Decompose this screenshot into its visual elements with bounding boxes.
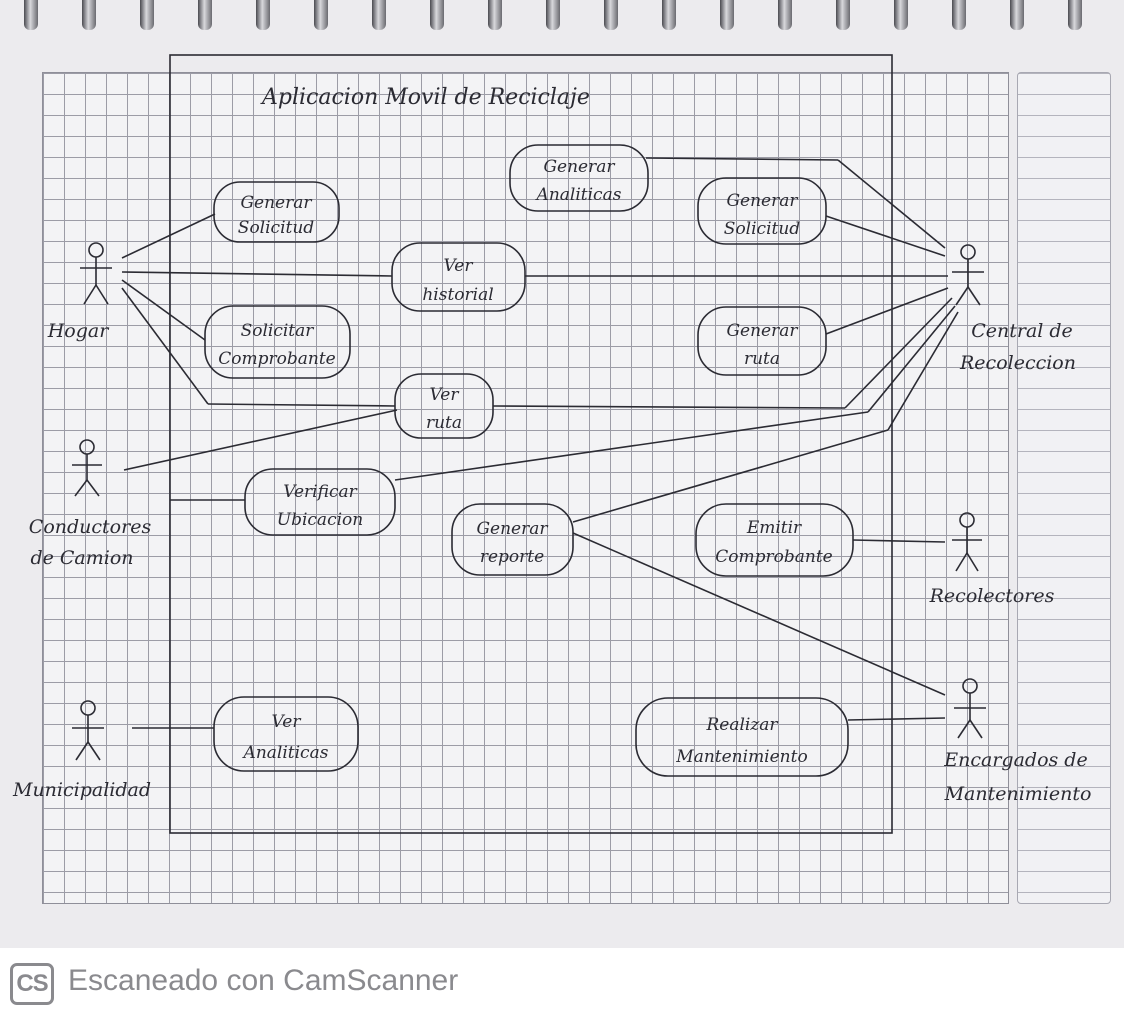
uc-label: Emitir [746, 518, 802, 538]
actor-conductores-figure [72, 439, 102, 497]
actor-municipalidad-figure [72, 700, 104, 761]
actor-label-municipalidad: Municipalidad [12, 779, 151, 801]
uc-label: Analiticas [242, 743, 329, 763]
uc-label: Solicitud [238, 218, 314, 238]
use-case-emitir-comprobante [695, 503, 854, 577]
uc-label: Realizar [705, 715, 778, 735]
actor-recolectores-figure [952, 512, 982, 572]
spiral-binding [0, 0, 1124, 36]
uc-label: Generar [543, 157, 615, 177]
use-case-realizar-mantenimiento [635, 697, 849, 777]
graph-paper-grid [42, 72, 1009, 904]
uc-label: ruta [744, 349, 780, 369]
actor-encargados-figure [954, 678, 986, 739]
actor-label-hogar: Hogar [47, 320, 110, 342]
scanner-footer [0, 948, 1124, 1019]
use-case-ver-analiticas [213, 696, 359, 772]
uc-label: Ver [444, 256, 474, 276]
use-case-solicitar-comprobante [204, 305, 351, 379]
uc-label: ruta [426, 413, 462, 433]
use-case-ver-ruta [394, 373, 494, 439]
diagram-title: Aplicacion Movil de Reciclaje [260, 85, 590, 110]
use-case-verificar-ubicacion [244, 468, 396, 536]
use-case-generar-ruta [697, 306, 827, 376]
camscanner-caption: Escaneado con CamScanner [68, 964, 459, 997]
actor-label-central: Central de [971, 320, 1073, 342]
uc-label: Solicitar [241, 321, 315, 341]
uc-label: Verificar [283, 482, 357, 502]
page-margin [1017, 72, 1111, 904]
system-boundary [169, 54, 893, 834]
actor-label-conductores: Conductores [29, 516, 152, 538]
use-case-generar-solicitud-hogar [213, 181, 340, 243]
actor-label-central: Recoleccion [959, 352, 1076, 374]
uc-label: Generar [726, 321, 798, 341]
uc-label: historial [422, 285, 493, 305]
use-case-generar-analiticas [509, 144, 649, 212]
uc-label: reporte [480, 547, 544, 567]
uc-label: Generar [240, 193, 312, 213]
uc-label: Comprobante [218, 349, 335, 369]
use-case-generar-reporte [451, 503, 574, 576]
actor-label-recolectores: Recolectores [929, 585, 1055, 607]
actor-hogar-figure [80, 242, 112, 305]
actor-central-figure [952, 244, 984, 306]
actor-label-encargados: Encargados de [943, 749, 1087, 771]
uc-label: Generar [726, 191, 798, 211]
uc-label: Ver [272, 712, 302, 732]
uc-label: Generar [476, 519, 548, 539]
uc-label: Ver [430, 385, 460, 405]
uc-label: Ubicacion [277, 510, 363, 530]
association-lines [121, 157, 959, 729]
uc-label: Analiticas [535, 185, 622, 205]
notebook-page [0, 0, 1124, 904]
actor-label-encargados: Mantenimiento [944, 783, 1092, 805]
uc-label: Solicitud [724, 219, 800, 239]
uc-label: Comprobante [715, 547, 832, 567]
use-case-diagram: Aplicacion Movil de Reciclaje Generar An… [12, 54, 1092, 834]
camscanner-logo: CS [10, 963, 54, 1005]
use-case-generar-solicitud-central [697, 177, 827, 245]
use-case-ver-historial [391, 242, 526, 312]
actor-label-conductores: de Camion [30, 547, 133, 569]
uc-label: Mantenimiento [675, 747, 807, 767]
